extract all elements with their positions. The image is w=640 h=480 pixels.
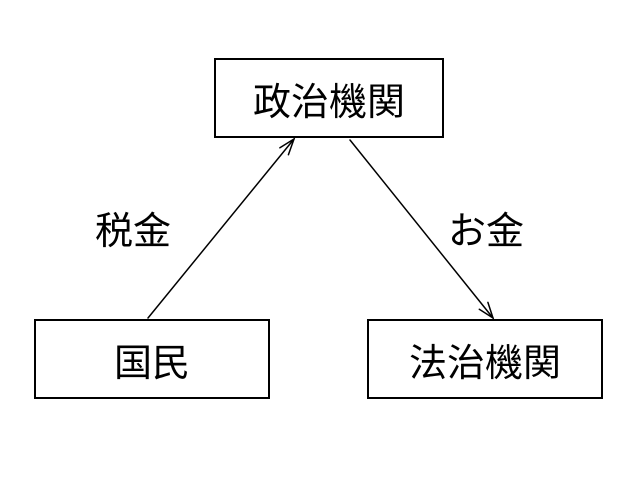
- government-node: 政治機関: [214, 58, 444, 138]
- government-label: 政治機関: [252, 79, 405, 124]
- arrowhead-tax: [279, 137, 296, 156]
- judicial-label: 法治機関: [408, 340, 561, 385]
- judicial-node: 法治機関: [367, 319, 603, 399]
- people-label: 国民: [113, 340, 190, 385]
- people-node: 国民: [34, 319, 270, 399]
- arrowhead-money: [478, 301, 495, 320]
- arrow-tax: [147, 138, 295, 319]
- arrow-money: [349, 139, 494, 319]
- tax-edge-label: 税金: [95, 209, 172, 253]
- money-edge-label: お金: [448, 209, 525, 253]
